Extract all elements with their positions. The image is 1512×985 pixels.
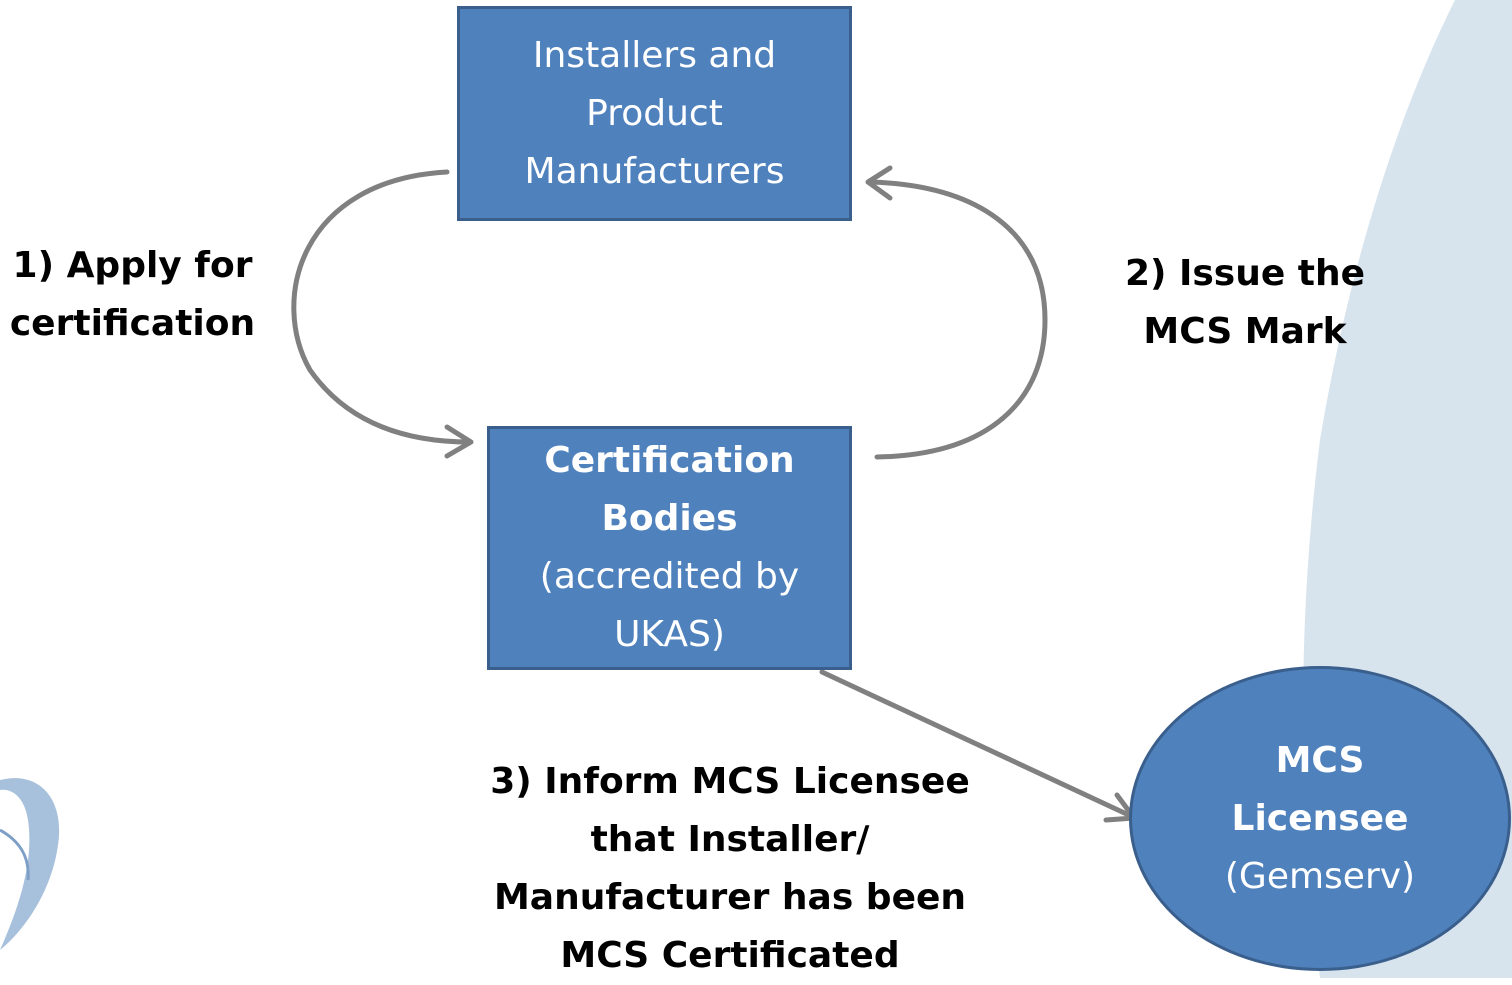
edge-label-inform-line2: that Installer/	[590, 819, 870, 860]
logo-swoosh-icon	[0, 778, 60, 950]
edge-label-apply-line1: 1) Apply for	[12, 245, 253, 286]
node-installers-line3: Manufacturers	[524, 150, 785, 192]
edge-label-apply-line2: certification	[9, 303, 256, 344]
arrow-apply-head-icon	[444, 424, 474, 459]
edge-label-inform-line1: 3) Inform MCS Licensee	[490, 761, 970, 802]
node-cb-line1: Certification	[544, 440, 795, 481]
edge-label-issue: 2) Issue the MCS Mark	[1100, 245, 1390, 361]
arrow-issue-head-icon	[865, 165, 893, 201]
node-installers: Installers and Product Manufacturers	[457, 6, 852, 221]
node-mcs-line1: MCS	[1275, 739, 1365, 781]
node-cb-line4: UKAS)	[614, 614, 725, 655]
node-installers-line1: Installers and	[532, 34, 777, 76]
node-certification-bodies: Certification Bodies (accredited by UKAS…	[487, 426, 852, 670]
arrow-inform	[819, 669, 1136, 820]
arrow-apply	[291, 169, 473, 445]
node-installers-line2: Product	[586, 92, 723, 134]
edge-label-inform: 3) Inform MCS Licensee that Installer/ M…	[470, 753, 990, 985]
node-mcs-line2: Licensee	[1231, 797, 1409, 839]
node-mcs-line3: (Gemserv)	[1224, 855, 1416, 897]
edge-label-issue-line1: 2) Issue the	[1124, 253, 1366, 294]
edge-label-issue-line2: MCS Mark	[1143, 311, 1347, 352]
edge-label-inform-line3: Manufacturer has been	[493, 877, 967, 918]
arrow-issue	[867, 179, 1048, 460]
node-cb-line2: Bodies	[601, 498, 738, 539]
logo-swoosh-outline-icon	[0, 828, 30, 881]
node-cb-line3: (accredited by	[539, 556, 800, 597]
edge-label-inform-line4: MCS Certificated	[560, 935, 900, 976]
edge-label-apply: 1) Apply for certification	[0, 237, 265, 353]
node-mcs-licensee: MCS Licensee (Gemserv)	[1129, 666, 1511, 971]
